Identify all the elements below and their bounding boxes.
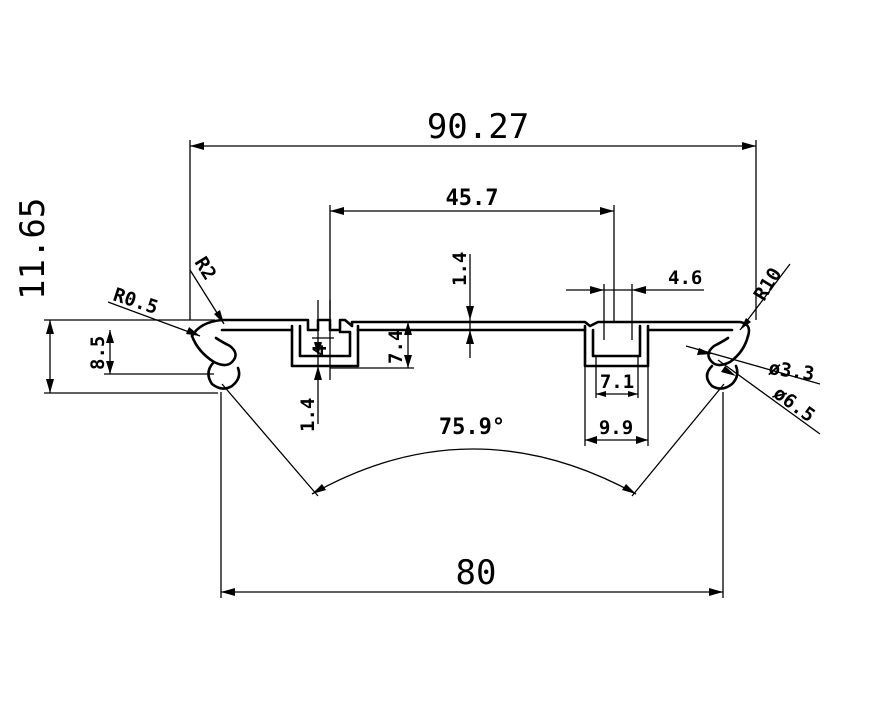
dim-slot-opening: 4.6 bbox=[566, 267, 704, 340]
dim-wall-left: 1.4 bbox=[297, 300, 331, 432]
dim-label-r05: R0.5 bbox=[110, 284, 160, 319]
dim-wall-top: 1.4 bbox=[449, 252, 474, 358]
dim-slot-spacing: 45.7 bbox=[329, 186, 615, 322]
dim-label-hole-large: ø6.5 bbox=[769, 382, 819, 427]
dim-label-bottom: 80 bbox=[456, 553, 497, 593]
dim-label-hole-small: ø3.3 bbox=[767, 357, 815, 385]
dim-slot-depth: 7.4 bbox=[330, 321, 414, 369]
dim-radius-r2: R2 bbox=[189, 253, 225, 325]
dim-label-slot-outer: 9.9 bbox=[599, 417, 633, 439]
dim-label-r2: R2 bbox=[190, 253, 221, 284]
dim-label-spacing: 45.7 bbox=[446, 186, 499, 211]
dim-hole-small: ø3.3 bbox=[685, 345, 821, 385]
dim-label-slot-depth: 7.4 bbox=[385, 330, 407, 364]
dim-angle: 75.9° bbox=[221, 383, 725, 497]
dim-label-slot-inner: 7.1 bbox=[600, 371, 634, 393]
dim-slot-inner: 7.1 bbox=[595, 356, 639, 398]
dim-label-total-height: 11.65 bbox=[13, 198, 53, 300]
dim-label-wall-top: 1.4 bbox=[449, 252, 471, 286]
dim-radius-r05: R0.5 bbox=[107, 284, 201, 337]
dim-label-r10: R10 bbox=[750, 264, 787, 305]
dim-slot-outer: 9.9 bbox=[584, 366, 649, 446]
dim-overall-width: 90.27 bbox=[189, 107, 757, 320]
dim-slot-lip: 4 bbox=[309, 337, 334, 356]
dim-inner-height: 8.5 bbox=[87, 330, 214, 375]
dim-label-overall: 90.27 bbox=[427, 107, 529, 147]
dim-label-angle: 75.9° bbox=[439, 415, 505, 440]
dim-label-slot-opening: 4.6 bbox=[668, 267, 702, 289]
dim-label-wall-left: 1.4 bbox=[297, 398, 319, 432]
dim-bottom-width: 80 bbox=[220, 392, 724, 598]
dim-label-inner-height: 8.5 bbox=[87, 336, 109, 370]
dim-total-height: 11.65 bbox=[13, 198, 218, 394]
dim-label-slot-lip: 4 bbox=[309, 345, 331, 356]
dim-radius-r10: R10 bbox=[739, 263, 791, 331]
